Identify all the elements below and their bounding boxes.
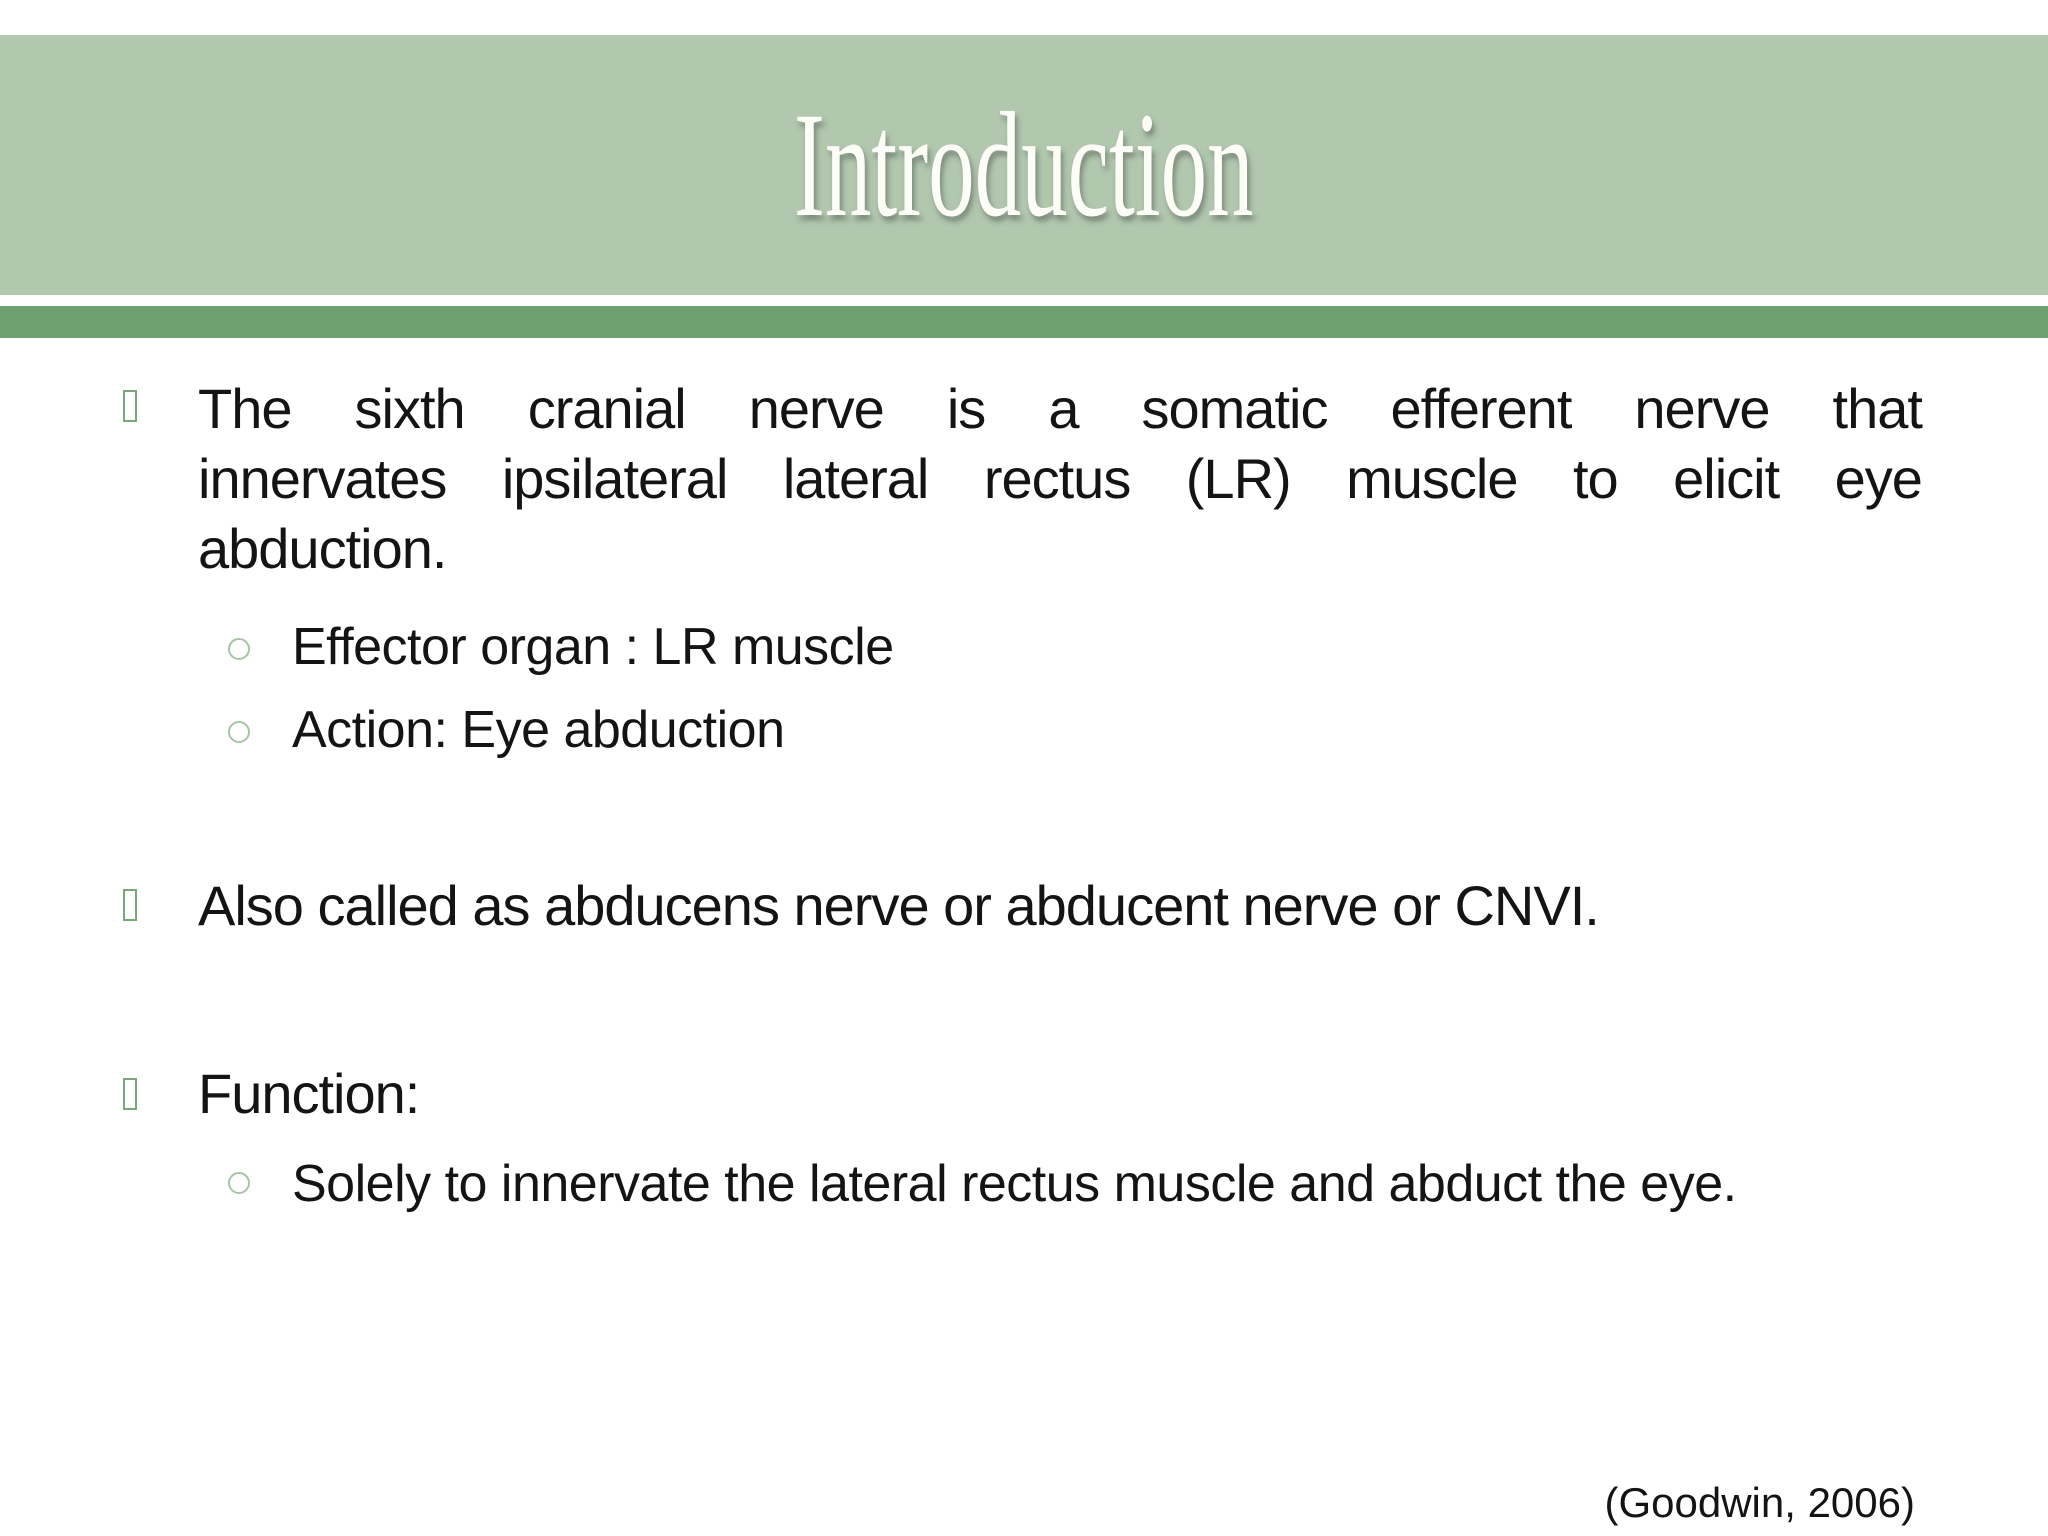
word: eye [1834,447,1923,510]
word: that [1832,377,1923,440]
word: ipsilateral [501,447,729,510]
word: to [1572,447,1619,510]
citation-text: (Goodwin, 2006) [1604,1479,1915,1526]
word: somatic [1141,377,1329,440]
word: elicit [1673,447,1780,510]
word: rectus [983,447,1131,510]
word: a [1048,377,1079,440]
hollow-circle-bullet-icon [228,1172,250,1194]
word: cranial [527,377,687,440]
word: nerve [1634,377,1770,440]
missing-glyph-bullet-icon [123,1078,137,1110]
bullet-paragraph-3: Function: [198,1062,420,1125]
accent-stripe [0,306,2048,338]
hollow-circle-bullet-icon [228,721,250,743]
word: muscle [1346,447,1518,510]
missing-glyph-bullet-icon [123,390,137,422]
word: (LR) [1185,447,1292,510]
paragraph-line: abduction. [198,517,447,580]
page-title: Introduction [794,82,1254,248]
sub-bullet-effector: Effector organ : LR muscle [292,618,894,676]
word: The [198,377,292,440]
word: innervates [198,447,447,510]
word: sixth [354,377,466,440]
title-banner: Introduction [0,35,2048,295]
word: nerve [748,377,885,440]
word: efferent [1390,377,1572,440]
word: lateral [782,447,930,510]
sub-bullet-action: Action: Eye abduction [292,701,785,759]
word: is [946,377,986,440]
paragraph-line: innervates ipsilateral lateral rectus (LR) mu… [198,444,1923,514]
bullet-paragraph-2: Also called as abducens nerve or abducen… [198,874,1600,937]
sub-bullet-function: Solely to innervate the lateral rectus m… [292,1155,1737,1213]
hollow-circle-bullet-icon [228,638,250,660]
missing-glyph-bullet-icon [123,889,137,921]
